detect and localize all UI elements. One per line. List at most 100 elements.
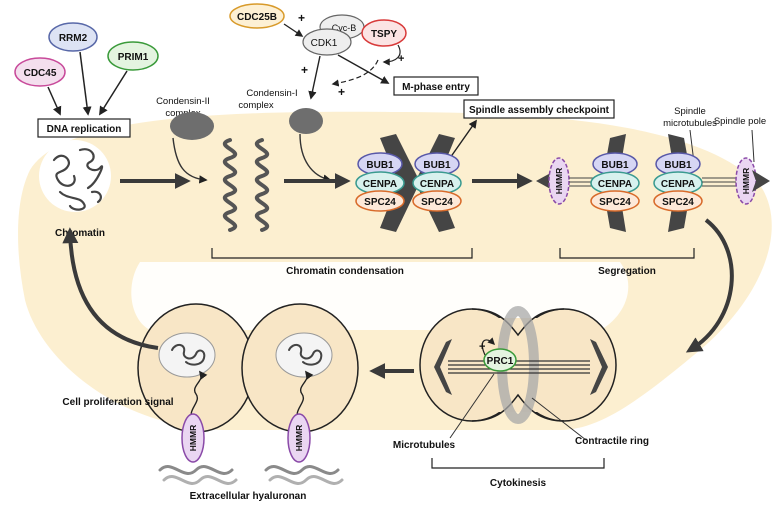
prim1-arrow — [99, 70, 128, 116]
condensin-i-complex — [289, 108, 323, 134]
spindle-checkpoint-box — [463, 99, 615, 119]
cdc45-node — [14, 57, 66, 87]
cytokinesis-chromatid-left — [434, 339, 452, 395]
dna-replication-box — [37, 118, 131, 138]
prc1-plus: + — [479, 341, 485, 353]
cdc45-label: CDC45 — [24, 68, 57, 79]
dashed-feedback-plus: + — [338, 85, 345, 99]
tspy-feedback-arrow — [382, 44, 401, 66]
contractile-ring-pointer — [531, 397, 587, 441]
chromatin-label: Chromatin — [55, 228, 105, 239]
cyc-b-label: Cyc-B — [332, 23, 357, 33]
m-phase-entry-label: M-phase entry — [402, 82, 470, 93]
spindle-pole-right — [752, 170, 770, 192]
svg-text:HMMR: HMMR — [188, 425, 198, 451]
tspy-plus: + — [398, 53, 404, 65]
segregation-bracket — [559, 248, 695, 259]
condensin-ii-complex — [170, 112, 214, 140]
contractile-ring-label: Contractile ring — [575, 436, 649, 447]
prc1-feedback-arrow — [481, 337, 496, 356]
segregation-label: Segregation — [598, 266, 656, 277]
signal-path-left — [190, 370, 208, 421]
prc1-label: PRC1 — [487, 356, 514, 367]
condensin-i-label-line1: Condensin-I — [246, 88, 297, 99]
m-phase-entry-box — [393, 76, 479, 96]
bub1-to-checkpoint-arrow — [449, 119, 477, 159]
metaphase-kinetochore-left: BUB1 CENPA SPC24 — [355, 152, 405, 212]
svg-text:CENPA: CENPA — [420, 179, 454, 190]
spindle-pole-pointer — [751, 129, 755, 163]
daughter-nucleus-left — [158, 332, 216, 378]
condensin-i-label-line2: complex — [238, 100, 274, 111]
metaphase-kinetochore-right: BUB1 CENPA SPC24 — [412, 152, 462, 212]
prc1-node — [483, 348, 517, 372]
daughter-chromatin-right — [288, 344, 323, 366]
spindle-pole-label: Spindle pole — [714, 116, 766, 127]
cdk1-to-condensin-arrow — [308, 55, 321, 100]
cytokinesis-microtubules — [448, 360, 590, 374]
signal-path-right — [296, 370, 314, 421]
svg-text:HMMR: HMMR — [741, 168, 751, 194]
chromatin-condensation-bracket — [211, 248, 473, 259]
rrm2-label: RRM2 — [59, 33, 88, 44]
prim1-label: PRIM1 — [118, 52, 149, 63]
cdc25b-plus: + — [298, 11, 305, 25]
svg-text:CENPA: CENPA — [363, 179, 397, 190]
svg-text:BUB1: BUB1 — [423, 160, 451, 171]
prim1-node — [107, 41, 159, 71]
daughter-nucleus-right — [275, 332, 333, 378]
svg-text:CENPA: CENPA — [598, 179, 632, 190]
spindle-checkpoint-label: Spindle assembly checkpoint — [469, 105, 610, 116]
cdc25b-node — [229, 3, 285, 29]
chromatin-condensation-label: Chromatin condensation — [286, 266, 404, 277]
cdc25b-label: CDC25B — [237, 12, 277, 23]
extracellular-hyaluronan-label: Extracellular hyaluronan — [190, 491, 307, 502]
cdc25b-arrow — [283, 23, 304, 37]
cycle-inner-cut — [131, 262, 629, 330]
chromatin-fibers — [52, 148, 104, 211]
svg-text:HMMR: HMMR — [554, 168, 564, 194]
cytokinesis-bracket — [431, 458, 605, 469]
cytokinesis-chromatid-right — [590, 339, 608, 395]
spindle-microtubules-label-line2: microtubules — [663, 118, 717, 129]
condensin-ii-label-line1: Condensin-II — [156, 96, 210, 107]
cdc45-arrow — [47, 86, 62, 116]
svg-text:SPC24: SPC24 — [662, 197, 694, 208]
rrm2-node — [48, 22, 98, 52]
condensin-i-arrow — [299, 133, 332, 183]
extracellular-hyaluronan — [158, 465, 344, 485]
svg-text:BUB1: BUB1 — [366, 160, 394, 171]
tspy-label: TSPY — [371, 29, 397, 40]
svg-text:BUB1: BUB1 — [601, 160, 629, 171]
svg-text:SPC24: SPC24 — [364, 197, 396, 208]
svg-text:SPC24: SPC24 — [421, 197, 453, 208]
dna-replication-label: DNA replication — [47, 124, 122, 135]
microtubules-label: Microtubules — [393, 440, 456, 451]
spindle-microtubules-label-line1: Spindle — [674, 106, 706, 117]
hmmr-receptor-right — [287, 413, 311, 463]
cdk1-to-mphase-arrow — [337, 54, 390, 84]
dashed-feedback-arrow — [331, 59, 379, 87]
segregation-to-cytokinesis-arrow — [685, 218, 734, 353]
segregation-kinetochore-right: BUB1 CENPA SPC24 — [653, 152, 703, 212]
svg-text:HMMR: HMMR — [294, 425, 304, 451]
svg-text:BUB1: BUB1 — [664, 160, 692, 171]
daughter-chromatin-left — [171, 344, 206, 366]
cell-proliferation-signal-label: Cell proliferation signal — [62, 397, 173, 408]
spindle-microtubules-left — [569, 177, 594, 187]
tspy-node — [361, 19, 407, 47]
svg-text:CENPA: CENPA — [661, 179, 695, 190]
spindle-microtubules-right — [702, 177, 740, 187]
cdk1-node — [302, 28, 352, 56]
hmmr-left-segregation — [548, 157, 570, 205]
cytokinesis-label: Cytokinesis — [490, 478, 547, 489]
cdk1-label: CDK1 — [311, 38, 338, 49]
microtubules-pointer — [449, 373, 495, 439]
rrm2-arrow — [79, 51, 92, 116]
hmmr-receptor-left — [181, 413, 205, 463]
condensin-ii-arrow — [172, 137, 208, 184]
condensed-chromatin — [222, 138, 270, 232]
daughters-to-chromatin-arrow — [62, 227, 159, 350]
